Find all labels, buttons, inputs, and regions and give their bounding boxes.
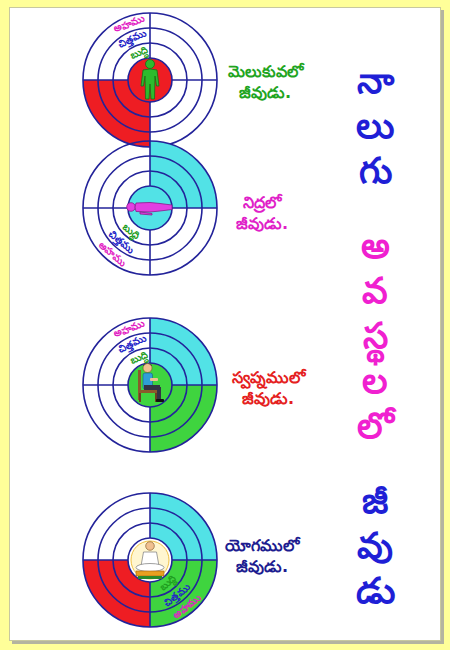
ring-line (83, 318, 217, 452)
state-label-slot: యోగములో జీవుడు. (225, 536, 299, 578)
title-syllable: స్థ (340, 313, 410, 358)
quadrant-divider (83, 79, 128, 81)
ring-line (83, 493, 217, 627)
title-syllable: నా (340, 58, 410, 103)
ring-line (128, 538, 172, 582)
state-label-slot: మెలుకువలో జీవుడు. (228, 62, 303, 104)
concentric-circle-outline (79, 489, 221, 631)
title-gap (340, 193, 410, 223)
quadrant-divider (149, 141, 151, 186)
center-disc (128, 186, 172, 230)
quadrant-divider (149, 582, 151, 627)
concentric-circle-outline (79, 314, 221, 456)
ring-line (128, 186, 172, 230)
center-disc (128, 363, 172, 407)
state-label: యోగములో జీవుడు. (225, 536, 299, 578)
title-syllable: డు (340, 568, 410, 613)
meditating-figure (131, 541, 169, 579)
quadrant-divider (149, 407, 151, 452)
state-label-slot: నిద్రలో జీవుడు. (236, 193, 288, 235)
quadrant-divider (149, 493, 151, 538)
title-syllable: జీ (340, 478, 410, 523)
lying-figure (127, 203, 172, 216)
state-label: నిద్రలో జీవుడు. (236, 193, 288, 235)
ring-line (128, 58, 172, 102)
title-gap (340, 448, 410, 478)
title-syllable: వ (340, 268, 410, 313)
title-syllable: లో (340, 403, 410, 448)
state-label: స్వప్నములో జీవుడు. (232, 368, 305, 410)
ring-line (83, 141, 217, 275)
quadrant-divider (83, 384, 128, 386)
title-syllable: ల (340, 358, 410, 403)
title-syllable: గు (340, 148, 410, 193)
state-circle: నిద్రలో జీవుడు.అహముచిత్తముబుద్ధి (79, 137, 309, 279)
ring-line (83, 13, 217, 147)
state-circle: యోగములో జీవుడు.అహముచిత్తముబుద్ధి (79, 489, 309, 631)
state-circle: మెలుకువలో జీవుడు.అహముచిత్తముబుద్ధి (79, 9, 309, 151)
quadrant-divider (83, 207, 128, 209)
quadrant-divider (149, 318, 151, 363)
title-syllable: వు (340, 523, 410, 568)
state-label: మెలుకువలో జీవుడు. (228, 62, 303, 104)
quadrant-divider (172, 384, 217, 386)
state-circle: స్వప్నములో జీవుడు.అహముచిత్తముబుద్ధి (79, 314, 309, 456)
quadrant-divider (172, 559, 217, 561)
vertical-title: నాలుగు అవస్థలలో జీవుడు (340, 58, 410, 613)
quadrant-divider (149, 230, 151, 275)
title-syllable: అ (340, 223, 410, 268)
quadrant-divider (172, 207, 217, 209)
ring-line (128, 363, 172, 407)
concentric-circle-outline (79, 137, 221, 279)
title-syllable: లు (340, 103, 410, 148)
quadrant-divider (172, 79, 217, 81)
center-disc (128, 538, 172, 582)
state-label-slot: స్వప్నములో జీవుడు. (232, 368, 305, 410)
sitting-figure (138, 364, 164, 403)
quadrant-divider (149, 13, 151, 58)
standing-figure (141, 60, 159, 100)
concentric-circle-outline (79, 9, 221, 151)
center-disc (128, 58, 172, 102)
quadrant-divider (83, 559, 128, 561)
